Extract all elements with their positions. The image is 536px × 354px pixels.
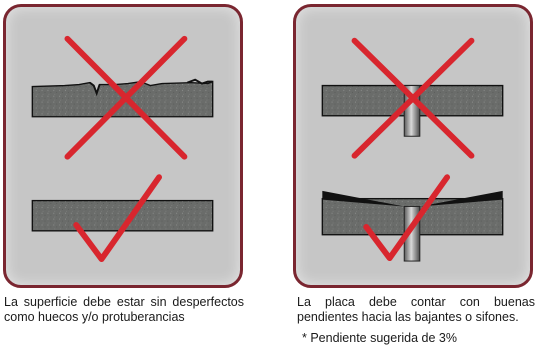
slope-illustration — [321, 37, 504, 262]
slope-layer — [322, 190, 503, 207]
red-x-icon — [351, 37, 475, 159]
red-check-icon — [363, 174, 451, 262]
slope-footnote: * Pendiente sugerida de 3% — [302, 331, 457, 345]
red-check-icon — [73, 174, 162, 263]
surface-caption: La superficie debe estar sin desperfecto… — [4, 295, 244, 324]
surface-illustration — [31, 35, 214, 263]
slope-caption: La placa debe contar con buenas pendient… — [297, 295, 535, 324]
red-x-icon — [64, 35, 188, 160]
surface-imperfections-panel — [3, 4, 243, 288]
slope-to-drain-panel — [293, 4, 533, 288]
